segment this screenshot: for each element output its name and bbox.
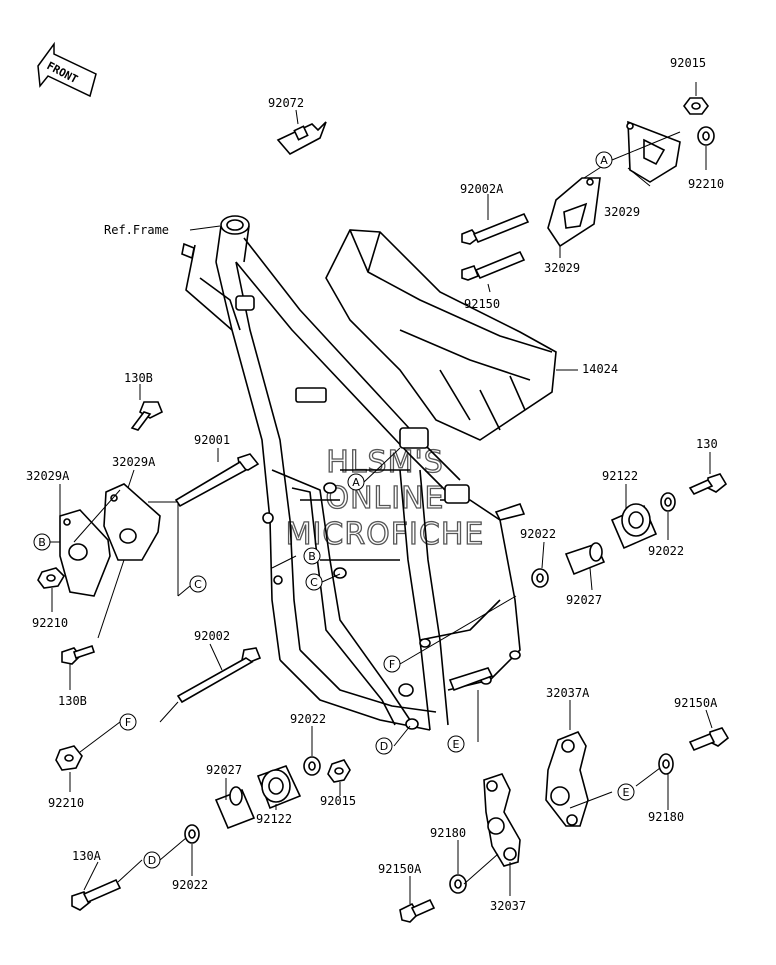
bolt-92002: [176, 647, 262, 704]
label-32029-left: 32029: [544, 261, 580, 275]
label-92022-bottom: 92022: [172, 878, 208, 892]
nut-92015-bottom: [327, 759, 351, 783]
label-92210-bottom: 92210: [48, 796, 84, 810]
bracket-32037A: [545, 730, 589, 827]
svg-text:F: F: [125, 716, 131, 729]
plate-32029-left: [547, 177, 601, 248]
bolt-92150: [461, 250, 526, 281]
svg-text:B: B: [308, 550, 316, 563]
washer-92210-top: [697, 126, 715, 146]
label-130A: 130A: [72, 849, 102, 863]
callout-d-frame: D: [375, 737, 393, 755]
label-92210-top: 92210: [688, 177, 724, 191]
spacer-92027-left: [214, 786, 256, 830]
label-92002: 92002: [194, 629, 230, 643]
label-32029A-right: 32029A: [112, 455, 156, 469]
svg-text:E: E: [623, 786, 630, 799]
callout-c-frame: C: [305, 573, 323, 591]
callout-e-right: E: [617, 783, 635, 801]
plate-32029A-left: [59, 509, 111, 597]
washer-92180-left: [449, 874, 467, 894]
label-92122-left: 92122: [256, 812, 292, 826]
label-ref-frame: Ref.Frame: [104, 223, 169, 237]
svg-text:C: C: [310, 576, 318, 589]
label-92015-top: 92015: [670, 56, 706, 70]
label-92001: 92001: [194, 433, 230, 447]
callout-b-frame: B: [303, 547, 321, 565]
label-92122-right: 92122: [602, 469, 638, 483]
label-92180-right: 92180: [648, 810, 684, 824]
nut-92210-bottom: [55, 745, 83, 771]
bolt-130-right: [688, 473, 728, 496]
clip-92072: [276, 121, 327, 156]
spacer-92027-right: [564, 542, 606, 576]
bolt-130A: [71, 878, 122, 911]
bolt-92150A-right: [688, 727, 730, 752]
svg-text:D: D: [148, 854, 156, 867]
label-92210-mid: 92210: [32, 616, 68, 630]
bolt-92001: [174, 453, 260, 508]
main-frame: [181, 215, 526, 731]
label-92072: 92072: [268, 96, 304, 110]
skid-plate: [325, 229, 557, 441]
washer-92022-mid: [531, 568, 549, 588]
label-130B-top: 130B: [124, 371, 153, 385]
label-92150A-right: 92150A: [674, 696, 718, 710]
watermark-line-2: ONLINE: [325, 481, 444, 516]
label-92027-right: 92027: [566, 593, 602, 607]
washer-92022-right: [660, 492, 676, 512]
svg-text:B: B: [38, 536, 46, 549]
washer-92022-center: [303, 756, 321, 776]
label-14024: 14024: [582, 362, 618, 376]
washer-92180-right: [658, 753, 674, 775]
callout-e-frame: E: [447, 735, 465, 753]
plate-32029A-right: [103, 483, 161, 561]
label-32029A-left: 32029A: [26, 469, 70, 483]
callout-f-left: F: [119, 713, 137, 731]
svg-text:A: A: [352, 476, 360, 489]
label-32037: 32037: [490, 899, 526, 913]
collar-92122-left: [256, 765, 302, 810]
label-92150A-left: 92150A: [378, 862, 422, 876]
nut-92015-top: [683, 97, 709, 115]
label-92022-mid: 92022: [520, 527, 556, 541]
svg-text:F: F: [389, 658, 395, 671]
svg-text:C: C: [194, 578, 202, 591]
label-92150: 92150: [464, 297, 500, 311]
washer-92022-bottom: [184, 824, 200, 844]
collar-92122-right: [610, 503, 658, 550]
label-92015-bottom: 92015: [320, 794, 356, 808]
label-92022-right: 92022: [648, 544, 684, 558]
bracket-32037: [483, 773, 521, 867]
callout-f-frame: F: [383, 655, 401, 673]
watermark-line-3: MICROFICHE: [286, 517, 485, 552]
callouts: A A B B C C F F D D E E: [33, 151, 635, 869]
callout-c-left: C: [189, 575, 207, 593]
label-32029-right: 32029: [604, 205, 640, 219]
front-arrow-icon: FRONT: [37, 41, 97, 98]
plate-32029-right: [626, 120, 681, 183]
label-130B-bottom: 130B: [58, 694, 87, 708]
svg-text:E: E: [453, 738, 460, 751]
bolt-92150A-left: [399, 898, 436, 923]
label-92002A: 92002A: [460, 182, 504, 196]
bolt-92002A: [461, 212, 530, 245]
leader-lines: [50, 82, 713, 904]
callout-b-left: B: [33, 533, 51, 551]
label-92027-left: 92027: [206, 763, 242, 777]
label-92022-center: 92022: [290, 712, 326, 726]
callout-d-bottom: D: [143, 851, 161, 869]
bolt-130B-bottom: [61, 644, 96, 665]
svg-text:A: A: [600, 154, 608, 167]
part-labels: 92015 92072 92002A 92210 32029 32029 921…: [26, 56, 724, 913]
bolt-130B-top: [130, 401, 164, 431]
callout-a-frame: A: [347, 473, 365, 491]
label-92180-left: 92180: [430, 826, 466, 840]
nut-92210-mid: [37, 567, 66, 589]
label-130-right: 130: [696, 437, 718, 451]
label-32037A: 32037A: [546, 686, 590, 700]
svg-text:D: D: [380, 740, 388, 753]
callout-a-top: A: [595, 151, 613, 169]
